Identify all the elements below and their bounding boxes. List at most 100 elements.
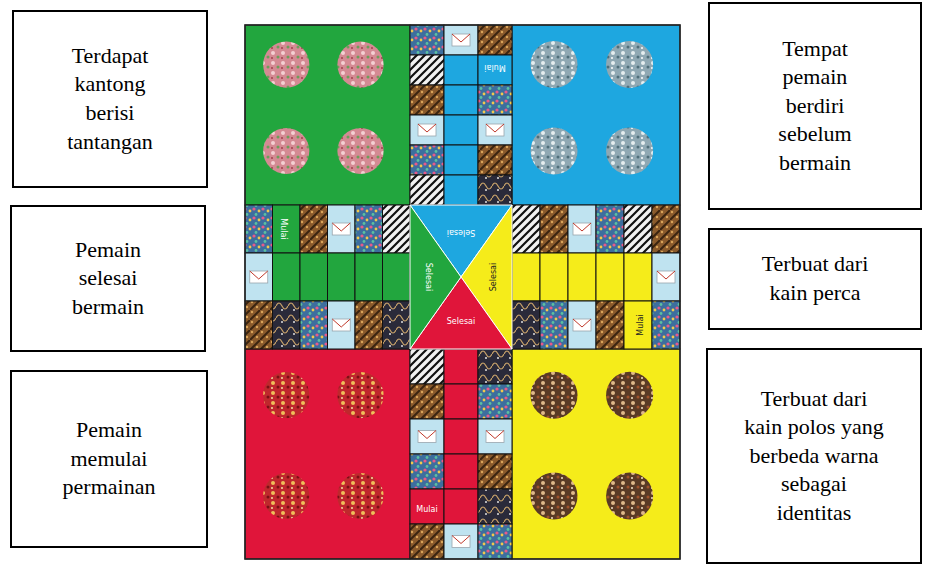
track-cell xyxy=(273,253,301,301)
challenge-pocket xyxy=(486,124,504,136)
track-cell xyxy=(273,205,301,253)
home-area xyxy=(245,25,410,205)
track-cell xyxy=(444,145,478,175)
home-area xyxy=(512,25,680,205)
track-cell xyxy=(444,115,478,145)
track-cell xyxy=(540,253,568,301)
track-cell xyxy=(568,301,596,349)
pocket-flap xyxy=(573,319,591,327)
pocket-flap xyxy=(332,223,350,231)
track-cell xyxy=(540,205,568,253)
challenge-pocket xyxy=(657,271,675,283)
track-cell xyxy=(478,145,512,175)
pocket-body xyxy=(332,319,350,331)
track-cell xyxy=(444,384,478,419)
track-cell xyxy=(328,253,356,301)
track-cell xyxy=(478,175,512,205)
track-cell xyxy=(624,205,652,253)
board-marker: Selesai xyxy=(482,263,500,291)
cell-marker-text: Selesai xyxy=(424,263,432,291)
pawn-spot xyxy=(337,473,383,519)
label-box: Pemain memulai permainan xyxy=(10,370,208,548)
track-cell xyxy=(410,25,444,55)
label-box: Tempat pemain berdiri sebelum bermain xyxy=(708,2,922,210)
pocket-flap xyxy=(418,124,436,132)
track-cell xyxy=(478,419,512,454)
track-cell xyxy=(383,253,411,301)
pocket-flap xyxy=(332,319,350,327)
finish-area xyxy=(410,205,512,349)
track-cell xyxy=(383,205,411,253)
track-cell xyxy=(410,349,444,384)
track-cell xyxy=(596,253,624,301)
track-cell xyxy=(444,55,478,85)
challenge-pocket xyxy=(332,223,350,235)
challenge-pocket xyxy=(573,319,591,331)
box-text: Terdapat kantong berisi tantangan xyxy=(50,42,170,156)
label-box: Terdapat kantong berisi tantangan xyxy=(12,10,208,188)
pocket-body xyxy=(486,124,504,136)
pocket-body xyxy=(418,431,436,443)
track-cell xyxy=(478,55,512,85)
box-text: Terbuat dari kain perca xyxy=(750,250,880,307)
track-cell xyxy=(410,175,444,205)
pocket-flap xyxy=(573,223,591,231)
track xyxy=(245,25,680,559)
challenge-pocket xyxy=(573,223,591,235)
track-cell xyxy=(328,301,356,349)
track-cell xyxy=(444,349,478,384)
track-cell xyxy=(568,253,596,301)
track-cell xyxy=(624,253,652,301)
home-areas xyxy=(245,25,680,559)
track-cell xyxy=(652,205,680,253)
challenge-pocket xyxy=(486,431,504,443)
cell-marker-text: Mulai xyxy=(416,506,437,514)
pawn-spot xyxy=(337,128,383,174)
cell-marker-text: Selesai xyxy=(447,228,475,236)
pawn-spot xyxy=(337,42,383,88)
track-cell xyxy=(410,115,444,145)
track-cell xyxy=(410,419,444,454)
track-cell xyxy=(478,85,512,115)
label-box: Terbuat dari kain polos yang berbeda war… xyxy=(706,348,922,564)
pocket-flap xyxy=(452,536,470,544)
track-cell xyxy=(383,301,411,349)
challenge-pockets xyxy=(250,34,675,548)
box-text: Pemain selesai bermain xyxy=(48,236,168,322)
track-cell xyxy=(355,253,383,301)
challenge-pocket xyxy=(250,271,268,283)
track-cell xyxy=(273,301,301,349)
label-box: Terbuat dari kain perca xyxy=(708,228,922,330)
cell-marker-text: Selesai xyxy=(447,318,475,326)
track-cell xyxy=(652,301,680,349)
track-cell xyxy=(512,205,540,253)
board-marker: Selesai xyxy=(447,310,475,328)
pocket-body xyxy=(573,223,591,235)
label-box: Pemain selesai bermain xyxy=(10,205,206,352)
track-cell xyxy=(355,205,383,253)
pawn-spot xyxy=(530,41,577,88)
track-cell xyxy=(444,25,478,55)
track-cell xyxy=(444,85,478,115)
pocket-flap xyxy=(250,271,268,279)
track-cell xyxy=(355,301,383,349)
track-cell xyxy=(478,25,512,55)
pocket-body xyxy=(452,536,470,548)
pawn-spot xyxy=(606,127,653,174)
track-cell xyxy=(478,489,512,524)
pocket-body xyxy=(573,319,591,331)
pawn-spot xyxy=(263,128,309,174)
pawn-spot xyxy=(606,472,653,519)
challenge-pocket xyxy=(452,536,470,548)
board-marker: Mulai xyxy=(416,498,437,516)
box-text: Terbuat dari kain polos yang berbeda war… xyxy=(744,385,884,528)
track-cell xyxy=(410,85,444,115)
track-cell xyxy=(512,253,540,301)
finish-triangle xyxy=(410,205,461,349)
pocket-body xyxy=(418,124,436,136)
home-area xyxy=(512,349,680,559)
pocket-body xyxy=(452,34,470,46)
track-cell xyxy=(444,419,478,454)
board-marker: Selesai xyxy=(447,226,475,244)
cell-marker-text: Mulai xyxy=(484,63,505,71)
